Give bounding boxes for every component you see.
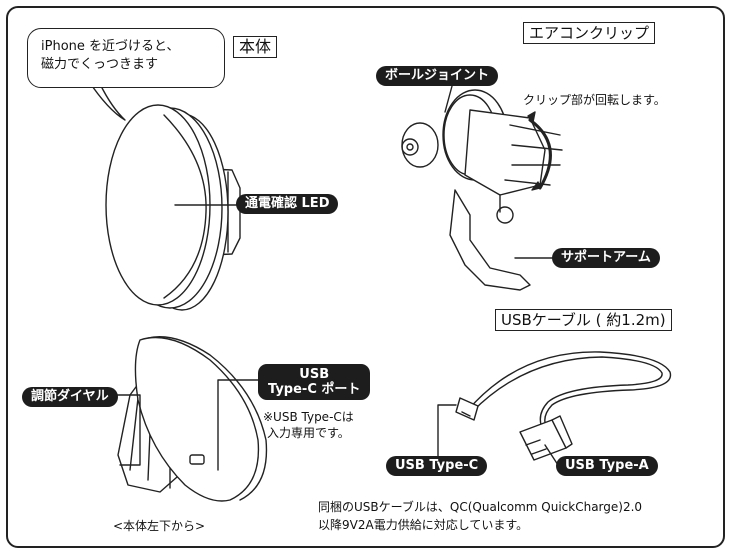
usb-port-note: ※USB Type-Cは 入力専用です。 <box>263 410 354 440</box>
label-led: 通電確認 LED <box>236 194 339 214</box>
bottom-view-caption: <本体左下から> <box>113 519 206 533</box>
label-dial: 調節ダイヤル <box>22 387 118 407</box>
main-body-drawing <box>105 104 241 311</box>
label-usb-type-c: USB Type-C <box>386 456 488 476</box>
cable-note: 同梱のUSBケーブルは、QC(Qualcomm QuickCharge)2.0 … <box>318 500 643 532</box>
label-support-arm: サポートアーム <box>552 248 660 268</box>
diagram-frame <box>6 6 725 548</box>
label-ball-joint: ボールジョイント <box>376 66 499 86</box>
iphone-note-text: iPhone を近づけると、 磁力でくっつきます <box>41 39 180 72</box>
leader-lines <box>99 74 559 471</box>
clip-rotate-note: クリップ部が回転します。 <box>523 93 666 107</box>
label-usb-type-a: USB Type-A <box>556 456 658 476</box>
speech-bubble <box>27 28 225 88</box>
title-main-body: 本体 <box>233 36 278 58</box>
usb-cable-drawing <box>455 351 672 461</box>
speech-bubble-tail <box>87 79 126 121</box>
title-aircon-clip: エアコンクリップ <box>523 22 656 44</box>
title-usb-cable: USBケーブル ( 約1.2m) <box>495 309 672 331</box>
label-usb-port: USB Type-C ポート <box>258 364 371 400</box>
main-body-bottom-drawing <box>117 336 268 502</box>
aircon-clip-drawing <box>401 89 563 291</box>
